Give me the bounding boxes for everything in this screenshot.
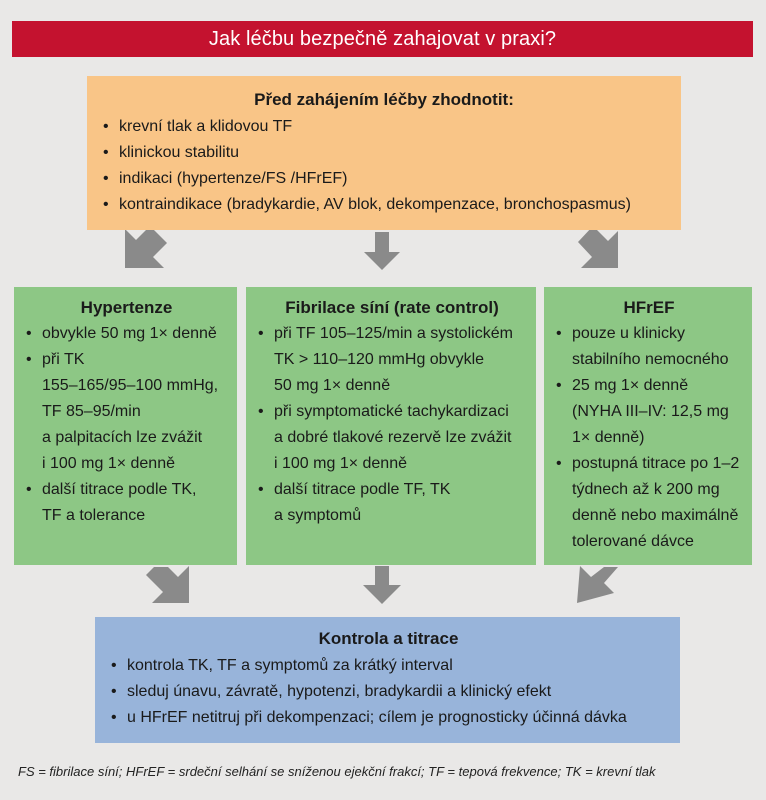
list-item: další titrace podle TF, TK a symptomů bbox=[256, 477, 528, 529]
line: další titrace podle TK, bbox=[42, 481, 197, 498]
list-item: sleduj únavu, závratě, hypotenzi, bradyk… bbox=[109, 679, 668, 705]
arrow-bottom-center bbox=[363, 566, 401, 604]
line: a palpitacích lze zvážit bbox=[42, 429, 203, 446]
line: TF 85–95/min bbox=[42, 403, 141, 420]
monitoring-list: kontrola TK, TF a symptomů za krátký int… bbox=[109, 653, 668, 731]
line: postupná titrace po 1–2 bbox=[572, 455, 740, 472]
page-title: Jak léčbu bezpečně zahajovat v praxi? bbox=[208, 27, 557, 50]
line: a dobré tlakové rezervě lze zvážit bbox=[274, 429, 512, 446]
atrial-fibrillation-list: při TF 105–125/min a systolickém TK > 11… bbox=[256, 321, 528, 529]
arrow-top-right bbox=[578, 226, 618, 268]
list-item: obvykle 50 mg 1× denně bbox=[24, 321, 229, 347]
title-bar: Jak léčbu bezpečně zahajovat v praxi? bbox=[12, 21, 753, 57]
atrial-fibrillation-box: Fibrilace síní (rate control) při TF 105… bbox=[246, 287, 536, 565]
line: TF a tolerance bbox=[42, 507, 146, 524]
line: i 100 mg 1× denně bbox=[274, 455, 407, 472]
hypertension-box: Hypertenze obvykle 50 mg 1× denně při TK… bbox=[14, 287, 237, 565]
list-item: u HFrEF netitruj při dekompenzaci; cílem… bbox=[109, 705, 668, 731]
line: tolerované dávce bbox=[572, 533, 694, 550]
line: při symptomatické tachykardizaci bbox=[274, 403, 509, 420]
list-item: kontrola TK, TF a symptomů za krátký int… bbox=[109, 653, 668, 679]
hfref-box: HFrEF pouze u klinicky stabilního nemocn… bbox=[544, 287, 752, 565]
line: obvykle 50 mg 1× denně bbox=[42, 325, 217, 342]
list-item: krevní tlak a klidovou TF bbox=[101, 114, 667, 140]
arrow-bottom-right bbox=[577, 566, 618, 603]
list-item: při TF 105–125/min a systolickém TK > 11… bbox=[256, 321, 528, 399]
list-item: kontraindikace (bradykardie, AV blok, de… bbox=[101, 192, 667, 218]
line: i 100 mg 1× denně bbox=[42, 455, 175, 472]
line: stabilního nemocného bbox=[572, 351, 729, 368]
line: 25 mg 1× denně bbox=[572, 377, 689, 394]
line: při TK bbox=[42, 351, 85, 368]
list-item: při symptomatické tachykardizaci a dobré… bbox=[256, 399, 528, 477]
list-item: indikaci (hypertenze/FS /HFrEF) bbox=[101, 166, 667, 192]
monitoring-box: Kontrola a titrace kontrola TK, TF a sym… bbox=[95, 617, 680, 743]
arrow-bottom-left bbox=[146, 566, 189, 603]
line: při TF 105–125/min a systolickém bbox=[274, 325, 513, 342]
line: TK > 110–120 mmHg obvykle bbox=[274, 351, 485, 368]
list-item: klinickou stabilitu bbox=[101, 140, 667, 166]
abbreviations-footnote: FS = fibrilace síní; HFrEF = srdeční sel… bbox=[18, 764, 656, 779]
list-item: postupná titrace po 1–2 týdnech až k 200… bbox=[554, 451, 744, 555]
hfref-heading: HFrEF bbox=[623, 298, 675, 317]
assessment-box: Před zahájením léčby zhodnotit: krevní t… bbox=[87, 76, 681, 230]
line: pouze u klinicky bbox=[572, 325, 685, 342]
line: týdnech až k 200 mg bbox=[572, 481, 720, 498]
line: (NYHA III–IV: 12,5 mg bbox=[572, 403, 729, 420]
list-item: další titrace podle TK, TF a tolerance bbox=[24, 477, 229, 529]
line: 1× denně) bbox=[572, 429, 645, 446]
line: denně nebo maximálně bbox=[572, 507, 739, 524]
monitoring-heading: Kontrola a titrace bbox=[318, 629, 459, 648]
assessment-list: krevní tlak a klidovou TF klinickou stab… bbox=[101, 114, 667, 218]
arrow-top-center bbox=[364, 232, 400, 270]
arrow-top-left bbox=[125, 226, 167, 268]
line: další titrace podle TF, TK bbox=[274, 481, 451, 498]
list-item: pouze u klinicky stabilního nemocného bbox=[554, 321, 744, 373]
list-item: při TK 155–165/95–100 mmHg, TF 85–95/min… bbox=[24, 347, 229, 477]
list-item: 25 mg 1× denně (NYHA III–IV: 12,5 mg 1× … bbox=[554, 373, 744, 451]
hfref-list: pouze u klinicky stabilního nemocného 25… bbox=[554, 321, 744, 555]
hypertension-list: obvykle 50 mg 1× denně při TK 155–165/95… bbox=[24, 321, 229, 529]
line: 155–165/95–100 mmHg, bbox=[42, 377, 219, 394]
assessment-heading: Před zahájením léčby zhodnotit: bbox=[254, 90, 514, 109]
line: 50 mg 1× denně bbox=[274, 377, 391, 394]
hypertension-heading: Hypertenze bbox=[80, 298, 173, 317]
atrial-fibrillation-heading: Fibrilace síní (rate control) bbox=[285, 298, 499, 317]
line: a symptomů bbox=[274, 507, 362, 524]
